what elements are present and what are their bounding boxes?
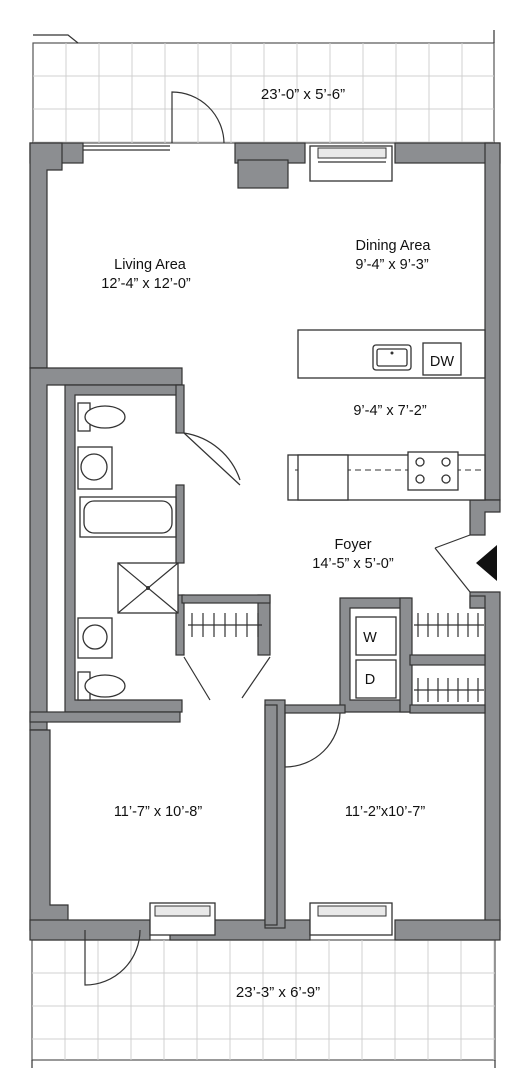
entry-arrow-icon <box>476 545 497 581</box>
foyer-dims: 14’-5” x 5’-0” <box>312 556 394 572</box>
bathroom-fixtures <box>77 402 179 701</box>
terrace-top-dims: 23’-0” x 5’-6” <box>261 86 345 103</box>
terrace-top <box>32 30 495 144</box>
walls <box>29 142 501 941</box>
kitchen-dims: 9’-4” x 7’-2” <box>353 403 426 419</box>
doors <box>84 91 471 986</box>
living-area-name: Living Area <box>114 257 187 273</box>
dishwasher-label: DW <box>430 354 454 370</box>
bedroom-right-dims: 11’-2”x10’-7” <box>345 804 425 820</box>
kitchen-fixtures <box>287 329 486 501</box>
living-area-dims: 12’-4” x 12’-0” <box>101 276 191 292</box>
stove-icon <box>407 451 459 491</box>
laundry <box>355 616 397 699</box>
closets <box>188 613 484 702</box>
dishwasher-icon <box>422 342 462 376</box>
dining-area-name: Dining Area <box>356 238 432 254</box>
dining-area-dims: 9’-4” x 9’-3” <box>355 257 428 273</box>
dryer-label: D <box>365 672 375 688</box>
washer-label: W <box>363 630 377 646</box>
washer-icon <box>355 616 397 656</box>
terrace-bottom <box>31 939 496 1068</box>
foyer-name: Foyer <box>334 537 371 553</box>
dryer-icon <box>355 659 397 699</box>
fridge-icon <box>297 454 349 501</box>
windows <box>83 145 393 936</box>
bedroom-left-dims: 11’-7” x 10’-8” <box>114 804 203 820</box>
terrace-bottom-dims: 23’-3” x 6’-9” <box>236 984 320 1001</box>
